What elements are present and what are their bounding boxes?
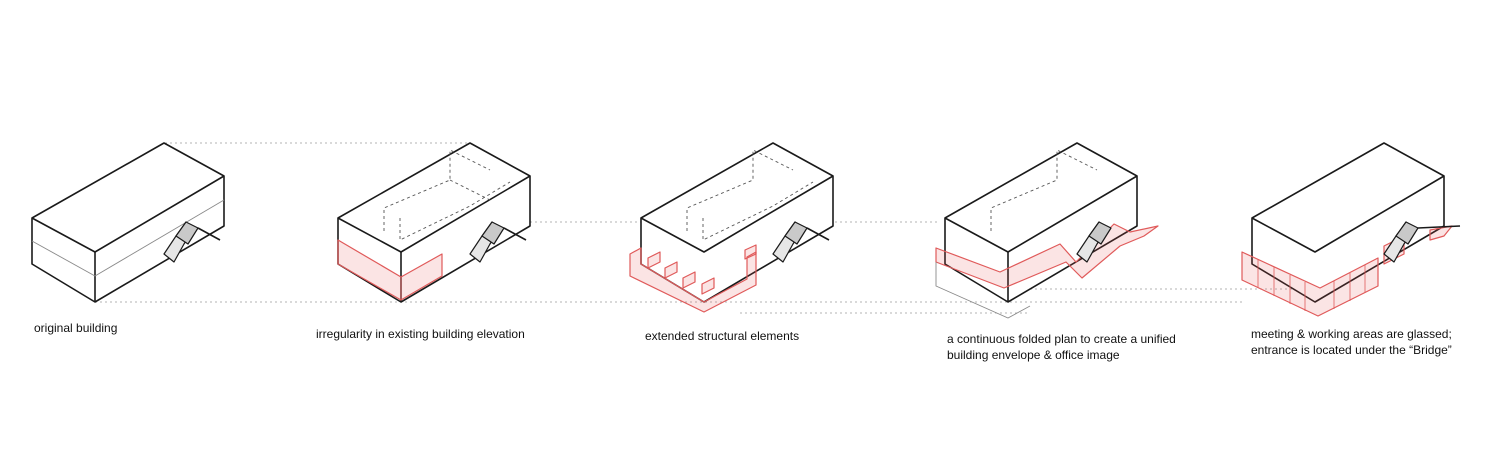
caption-line: entrance is located under the “Bridge” [1251, 343, 1452, 357]
step-4-folded-plan [935, 142, 1159, 319]
caption-line: building envelope & office image [947, 348, 1120, 362]
bridge-stair-icon [1383, 221, 1461, 263]
caption-folded-plan: a continuous folded plan to create a uni… [947, 331, 1176, 363]
bridge-stair-icon [469, 221, 527, 263]
step-3-structural-elements [629, 142, 834, 313]
caption-line: meeting & working areas are glassed; [1251, 327, 1452, 341]
bridge-stair-icon [772, 221, 830, 263]
caption-structural-elements: extended structural elements [645, 328, 799, 344]
bridge-stair-icon [1076, 221, 1112, 263]
caption-line: a continuous folded plan to create a uni… [947, 332, 1176, 346]
extended-floor-plate [629, 244, 757, 313]
caption-glazing-entrance: meeting & working areas are glassed; ent… [1251, 326, 1452, 358]
step-2-irregularity [337, 142, 531, 303]
step-5-glazing-entrance [1241, 142, 1461, 317]
irregular-volume-highlight [337, 239, 443, 301]
bridge-stair-icon [163, 221, 221, 263]
caption-line: extended structural elements [645, 329, 800, 343]
caption-irregularity: irregularity in existing building elevat… [316, 326, 525, 342]
caption-line: original building [34, 321, 118, 335]
caption-original-building: original building [34, 320, 117, 336]
caption-line: irregularity in existing building elevat… [316, 327, 525, 341]
step-1-original-building [31, 142, 225, 303]
